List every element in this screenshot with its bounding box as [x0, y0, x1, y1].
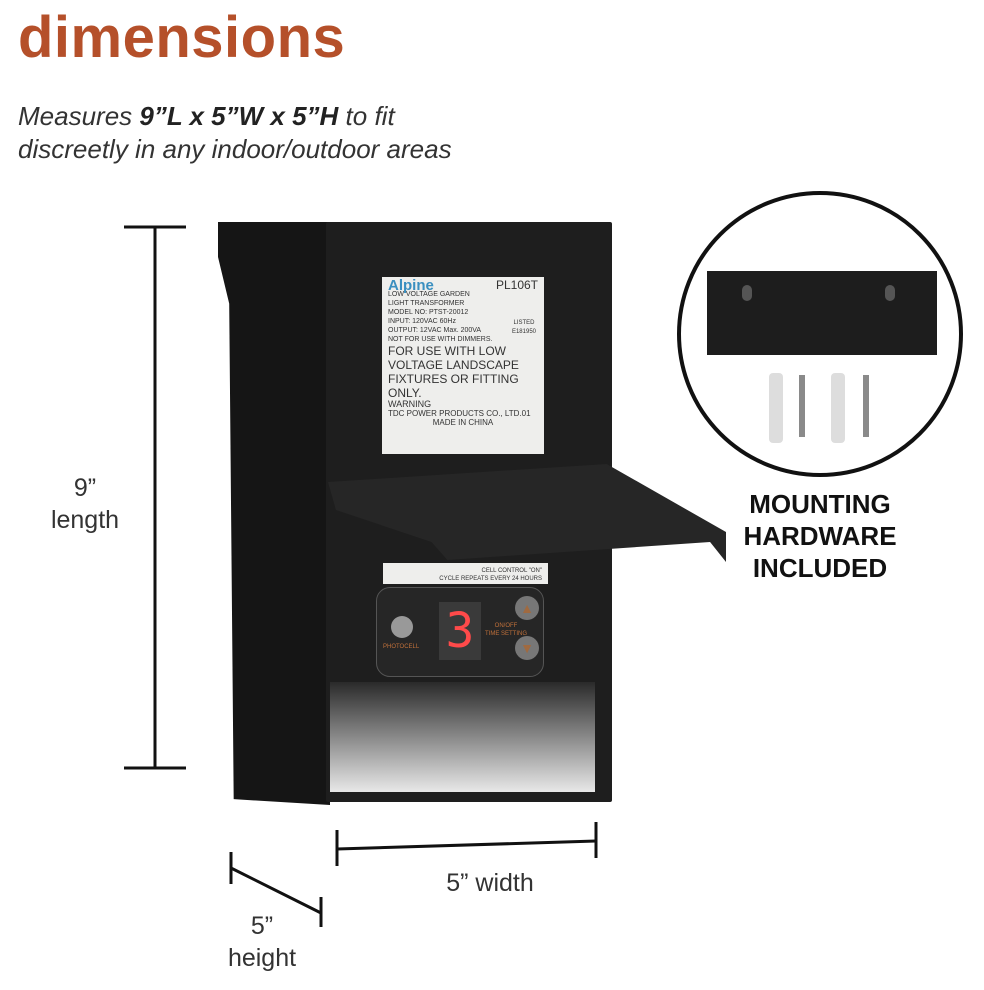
mounting-bracket [707, 271, 937, 355]
label-line: NOT FOR USE WITH DIMMERS. [388, 336, 493, 343]
keyhole-icon [885, 285, 895, 301]
page-title: dimensions [18, 5, 346, 70]
side-panel [218, 222, 330, 805]
label-line: FOR USE WITH LOW [388, 344, 506, 358]
time-setting-label: ON/OFF TIME SETTING [485, 622, 527, 638]
length-value: 9” [73, 474, 97, 502]
ul-mark: LISTED E181950 [512, 319, 536, 337]
subtitle-suffix: to fit [338, 101, 395, 131]
sticker-line: CYCLE REPEATS EVERY 24 HOURS [439, 576, 542, 582]
label-line: FIXTURES OR FITTING ONLY. [388, 372, 519, 400]
mounting-caption: MOUNTING HARDWARE INCLUDED [743, 489, 897, 583]
height-value: 5” [250, 912, 274, 940]
up-arrow-button[interactable]: ▲ [515, 596, 539, 620]
width-line [336, 839, 597, 851]
digit-display: 3 [439, 602, 481, 660]
label-line: MADE IN CHINA [432, 418, 494, 427]
brand-logo: Alpine [388, 277, 434, 294]
product-label: Alpine PL106T LOW VOLTAGE GARDEN LIGHT TR… [382, 277, 544, 454]
subtitle-prefix: Measures [18, 101, 140, 131]
height-line [230, 866, 322, 915]
control-panel: PHOTOCELL 3 ON/OFF TIME SETTING ▲ ▼ [376, 587, 544, 677]
label-line: INPUT: 120VAC 60Hz [388, 318, 456, 325]
time-setting-text: TIME SETTING [485, 631, 527, 637]
label-line: MODEL NO: PTST-20012 [388, 309, 469, 316]
ul-number: E181950 [511, 329, 536, 335]
model-code: PL106T [495, 278, 538, 292]
down-arrow-button[interactable]: ▼ [515, 636, 539, 660]
mounting-hardware-inset [677, 191, 963, 477]
timer-sticker: CELL CONTROL "ON" CYCLE REPEATS EVERY 24… [383, 563, 548, 584]
photocell-label: PHOTOCELL [383, 644, 420, 650]
ul-listed: LISTED [513, 320, 535, 326]
wall-anchor-icon [769, 373, 783, 443]
label-line: OUTPUT: 12VAC Max. 200VA [388, 327, 482, 334]
photocell-sensor [391, 616, 413, 638]
label-line: VOLTAGE LANDSCAPE [388, 358, 519, 372]
terminal-area [330, 682, 595, 792]
screw-icon [799, 375, 805, 437]
transformer-product: Alpine PL106T LOW VOLTAGE GARDEN LIGHT TR… [218, 222, 726, 807]
sticker-line: CELL CONTROL "ON" [481, 568, 543, 574]
subtitle-dimensions: 9”L x 5”W x 5”H [139, 101, 339, 131]
subtitle: Measures 9”L x 5”W x 5”H to fit discreet… [18, 100, 452, 166]
label-line: LIGHT TRANSFORMER [388, 300, 465, 307]
width-label: 5” width [446, 869, 534, 897]
length-label: 9” length [40, 472, 130, 536]
length-text: length [50, 506, 120, 534]
subtitle-line2: discreetly in any indoor/outdoor areas [18, 134, 452, 164]
onoff-text: ON/OFF [494, 623, 518, 629]
screw-icon [863, 375, 869, 437]
label-line: LOW VOLTAGE GARDEN [388, 291, 470, 298]
height-label: 5” height [212, 910, 312, 974]
keyhole-icon [742, 285, 752, 301]
wall-anchor-icon [831, 373, 845, 443]
height-text: height [227, 944, 297, 972]
label-line: WARNING [388, 399, 432, 409]
label-line: TDC POWER PRODUCTS CO., LTD.01 [388, 409, 531, 418]
